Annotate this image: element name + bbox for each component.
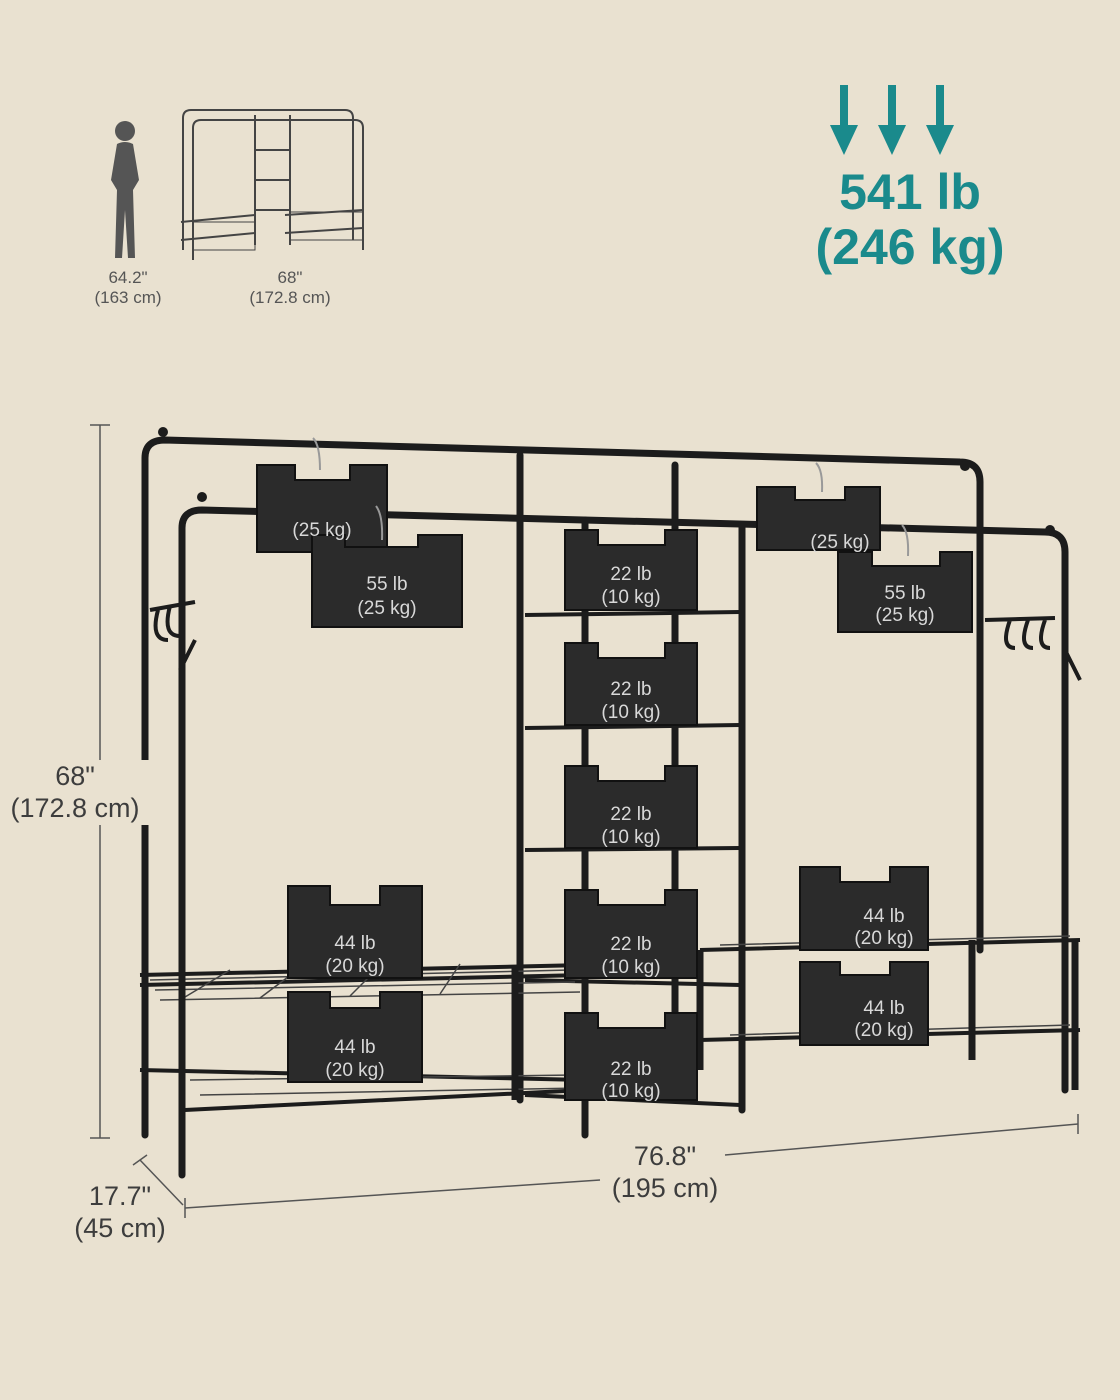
clothes-rack-icon (180, 109, 364, 260)
weight-label: 55 lb (884, 583, 925, 604)
depth-dimension-line (132, 1154, 184, 1206)
height-dimension-label: 68" (172.8 cm) (0, 760, 150, 825)
weight-block (837, 524, 973, 633)
weight-label: 22 lb (610, 564, 651, 585)
down-arrow-icon (926, 85, 954, 155)
weight-labels: 55 lb (25 kg) (25 kg) 55 lb (25 kg) (25 … (292, 520, 934, 1102)
load-capacity: 541 lb (246 kg) (815, 164, 1005, 275)
size-reference-graphic (111, 109, 364, 260)
weight-label: 44 lb (334, 1037, 375, 1058)
weight-label: 44 lb (334, 933, 375, 954)
weight-block (256, 437, 388, 553)
load-arrows (830, 85, 954, 155)
weight-label: 44 lb (863, 906, 904, 927)
weight-label: 22 lb (610, 804, 651, 825)
weight-label: 22 lb (610, 1059, 651, 1080)
weight-label: (10 kg) (601, 587, 660, 608)
weight-block (564, 642, 698, 726)
weight-block (287, 885, 423, 979)
weight-label: (10 kg) (601, 827, 660, 848)
weight-label: 55 lb (366, 574, 407, 595)
weight-block (287, 991, 423, 1083)
weight-label: 22 lb (610, 679, 651, 700)
weight-label: (20 kg) (325, 1060, 384, 1081)
weight-label: (20 kg) (854, 928, 913, 949)
width-dimension-label: 76.8" (195 cm) (611, 1141, 719, 1204)
weight-label: (25 kg) (357, 598, 416, 619)
person-silhouette-icon (111, 121, 139, 258)
weight-block (799, 866, 929, 951)
weight-block (311, 505, 463, 628)
weight-label: 22 lb (610, 934, 651, 955)
person-height-label: 64.2" (163 cm) (94, 268, 162, 308)
weight-blocks (256, 437, 973, 1101)
down-arrow-icon (878, 85, 906, 155)
width-dimension-line (184, 1114, 1079, 1218)
weight-label: (25 kg) (292, 520, 351, 541)
weight-block (564, 1012, 698, 1101)
weight-block (564, 889, 698, 979)
weight-label: (10 kg) (601, 957, 660, 978)
weight-label: (25 kg) (875, 605, 934, 626)
weight-block (799, 961, 929, 1046)
weight-block (564, 765, 698, 849)
weight-label: 44 lb (863, 998, 904, 1019)
weight-label: (25 kg) (810, 532, 869, 553)
weight-label: (10 kg) (601, 1081, 660, 1102)
weight-block (756, 462, 881, 551)
rack-height-reference-label: 68" (172.8 cm) (249, 268, 331, 308)
down-arrow-icon (830, 85, 858, 155)
depth-dimension-label: 17.7" (45 cm) (74, 1181, 166, 1244)
weight-label: (20 kg) (854, 1020, 913, 1041)
weight-label: (20 kg) (325, 956, 384, 977)
weight-block (564, 529, 698, 611)
weight-label: (10 kg) (601, 702, 660, 723)
